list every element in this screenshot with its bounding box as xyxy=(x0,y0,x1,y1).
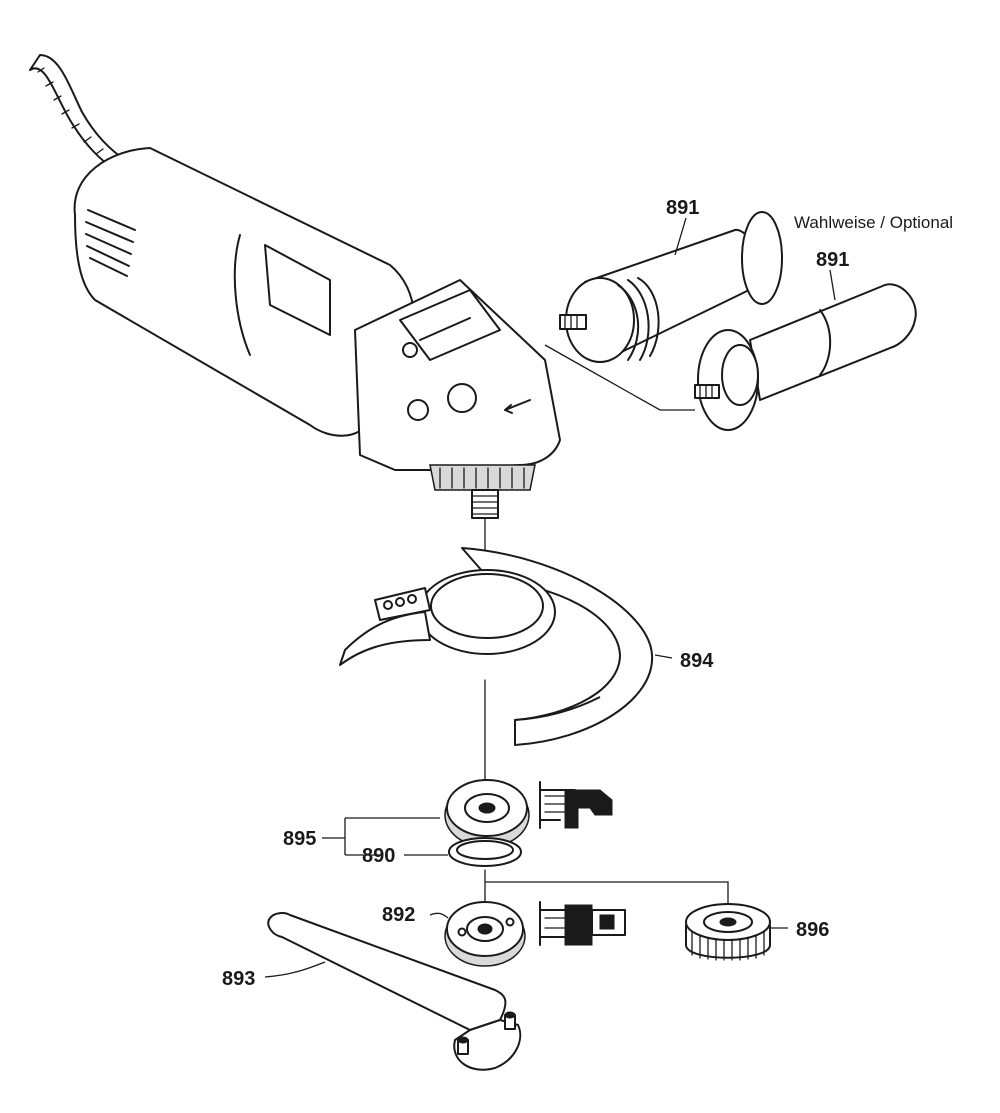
o-ring xyxy=(448,837,522,867)
part-label-893: 893 xyxy=(222,968,255,990)
two-pin-spanner xyxy=(267,912,522,1071)
part-label-896: 896 xyxy=(796,919,829,941)
part-label-891-b: 891 xyxy=(816,249,849,271)
label-leaders xyxy=(264,217,836,978)
part-label-892: 892 xyxy=(382,904,415,926)
aux-handle-b xyxy=(694,283,917,431)
part-label-895: 895 xyxy=(283,828,316,850)
part-label-890: 890 xyxy=(362,845,395,867)
quick-clamp-nut xyxy=(685,903,771,961)
spindle-lock-button xyxy=(447,383,477,413)
part-label-894: 894 xyxy=(680,650,714,672)
mounting-flange-section-detail xyxy=(539,901,626,946)
flange-section-detail xyxy=(539,781,613,829)
power-cord xyxy=(29,54,129,173)
clamping-flange xyxy=(444,779,530,848)
grinder-housing xyxy=(73,147,561,519)
part-label-891-a: 891 xyxy=(666,197,699,219)
optional-note: Wahlweise / Optional xyxy=(794,213,953,232)
wheel-guard xyxy=(339,547,654,746)
handle-mount-leader xyxy=(544,344,695,411)
nut-leader xyxy=(485,881,729,905)
aux-handle-a xyxy=(559,211,783,363)
mounting-flange xyxy=(444,901,526,967)
